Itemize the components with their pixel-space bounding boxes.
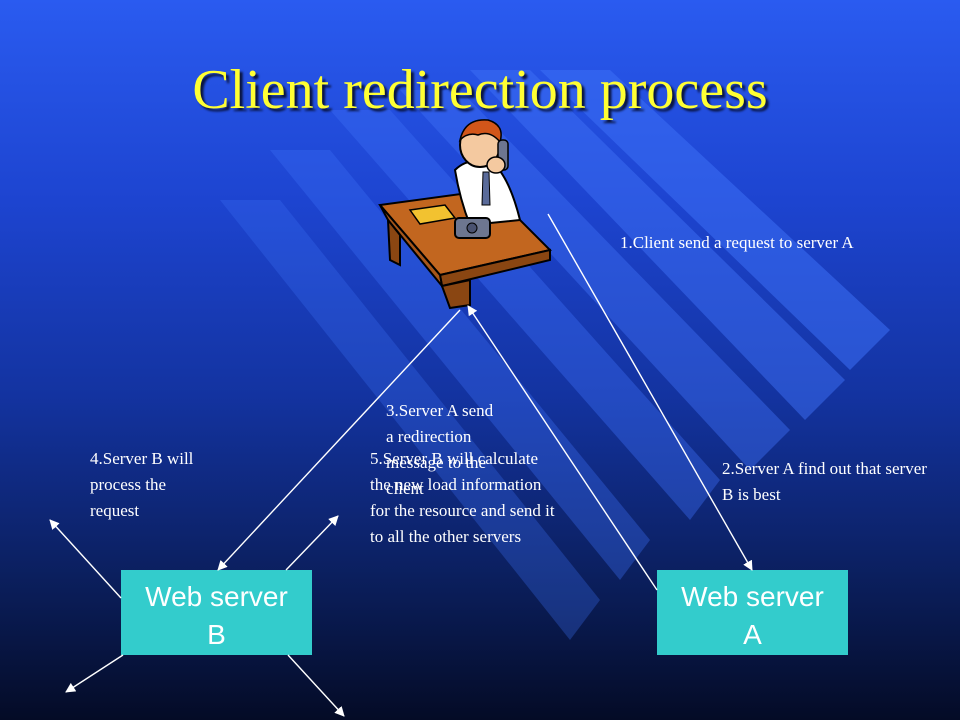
web-server-a-letter: A [743, 619, 762, 650]
step-2-label: 2.Server A find out that server B is bes… [722, 459, 927, 504]
web-server-a-label: Web server [681, 581, 824, 612]
slide-title: Client redirection process [192, 59, 768, 121]
step-4-label: 4.Server B will process the request [90, 449, 194, 520]
web-server-b-box: Web server B [121, 570, 312, 655]
step-1-label: 1.Client send a request to server A [620, 233, 854, 252]
web-server-b-label: Web server [145, 581, 288, 612]
step-5-label: 5.Server B will calculate the new load i… [370, 449, 555, 546]
web-server-a-box: Web server A [657, 570, 848, 655]
web-server-b-letter: B [207, 619, 226, 650]
person-at-desk-on-phone-icon [378, 119, 552, 310]
